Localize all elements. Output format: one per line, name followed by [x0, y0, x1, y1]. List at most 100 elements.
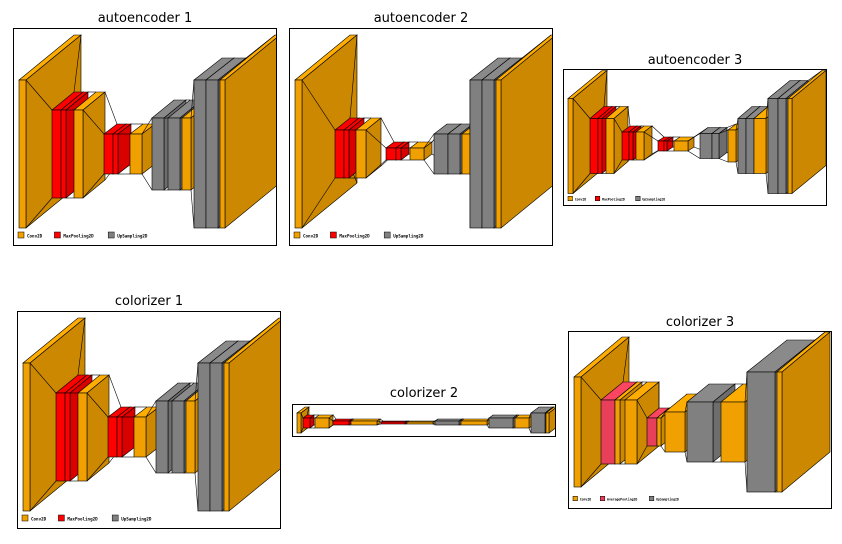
layer-connector: [622, 336, 630, 383]
layer-connector: [432, 423, 436, 426]
layer-connector: [423, 159, 435, 175]
layer-front-face: [151, 117, 165, 191]
layer-front-face: [18, 79, 27, 229]
legend-label: Conv2D: [31, 517, 47, 522]
layer-front-face: [116, 416, 123, 458]
legend-label: UpSampling2D: [642, 198, 665, 202]
layer-front-face: [332, 420, 350, 426]
layer-front-face: [219, 79, 226, 229]
layer-side-face: [82, 91, 106, 199]
upsampling2d-layer: [711, 126, 728, 160]
autoencoder-2-title: autoencoder 2: [373, 11, 469, 26]
layer-connector: [190, 79, 195, 119]
layer-front-face: [605, 118, 615, 174]
legend-label: UpSampling2D: [656, 498, 679, 502]
layer-connector: [528, 412, 532, 419]
legend-swatch: [54, 231, 61, 239]
layer-connector: [643, 150, 659, 161]
conv2d-layer: [310, 414, 334, 429]
layer-front-face: [737, 118, 747, 174]
layer-connector: [108, 374, 122, 408]
conv2d-layer: [222, 317, 280, 512]
legend-swatch: [107, 231, 115, 239]
layer-connector: [82, 109, 105, 135]
conv2d-layer: [218, 34, 276, 229]
layer-front-face: [635, 131, 645, 161]
layer-connector: [687, 133, 701, 142]
layer-front-face: [628, 131, 634, 161]
legend-label: MaxPooling2D: [67, 517, 98, 522]
conv2d-layer: [786, 70, 826, 195]
layer-connector: [572, 98, 591, 119]
layer-top-face: [488, 414, 518, 419]
layer-connector: [651, 125, 665, 138]
layer-front-face: [657, 140, 665, 152]
layer-front-face: [64, 392, 71, 482]
layer-front-face: [777, 98, 787, 194]
layer-front-face: [461, 133, 471, 175]
conv2d-layer: [349, 418, 381, 426]
layer-connector: [726, 123, 737, 128]
legend-label: UpSampling2D: [121, 517, 152, 522]
layer-connector: [660, 411, 666, 419]
legend: Conv2D MaxPooling2D UpSampling2D: [21, 514, 152, 522]
layer-connector: [300, 412, 304, 419]
layer-front-face: [621, 131, 630, 161]
layer-front-face: [314, 417, 330, 429]
layer-front-face: [600, 399, 616, 465]
layer-connector: [735, 161, 739, 174]
layer-front-face: [334, 129, 345, 179]
layer-diagram: Conv2D MaxPooling2D UpSampling2D: [21, 317, 280, 522]
layer-connector: [73, 34, 82, 93]
layer-front-face: [686, 401, 714, 463]
legend-swatch: [293, 231, 301, 239]
layer-front-face: [167, 117, 181, 191]
upsampling2d-layer: [432, 418, 463, 426]
legend-label: MaxPooling2D: [339, 234, 370, 239]
layer-front-face: [711, 133, 720, 159]
layer-connector: [718, 129, 729, 134]
legend-label: Conv2D: [580, 498, 591, 502]
layer-connector: [580, 376, 602, 401]
layer-front-face: [545, 412, 550, 434]
legend-swatch: [572, 496, 578, 501]
colorizer-1-panel: Conv2D MaxPooling2D UpSampling2D: [17, 311, 281, 529]
legend-swatch: [595, 196, 601, 201]
legend-swatch: [58, 514, 65, 522]
layer-connector: [380, 117, 395, 143]
legend-swatch: [635, 196, 641, 201]
layer-front-face: [209, 362, 223, 512]
legend-swatch: [21, 514, 29, 522]
layer-connector: [744, 461, 748, 493]
layer-front-face: [673, 140, 689, 152]
layer-connector: [86, 456, 109, 482]
layer-front-face: [573, 376, 582, 488]
layer-front-face: [745, 118, 755, 174]
layer-front-face: [460, 420, 488, 426]
layer-connector: [486, 424, 490, 429]
legend-label: MaxPooling2D: [602, 198, 625, 202]
layer-front-face: [294, 79, 303, 229]
layer-front-face: [589, 118, 599, 174]
layer-diagram: [296, 406, 555, 434]
layer-connector: [29, 480, 57, 512]
layer-front-face: [73, 109, 84, 199]
layer-front-face: [530, 412, 546, 434]
layer-connector: [613, 159, 623, 174]
layer-front-face: [185, 400, 196, 474]
layer-front-face: [355, 129, 367, 179]
layer-front-face: [481, 79, 495, 229]
layer-connector: [684, 451, 688, 463]
layer-front-face: [343, 129, 350, 179]
conv2d-layer: [405, 420, 436, 425]
layer-front-face: [767, 98, 779, 194]
layer-front-face: [197, 362, 211, 512]
legend-label: UpSampling2D: [117, 234, 148, 239]
